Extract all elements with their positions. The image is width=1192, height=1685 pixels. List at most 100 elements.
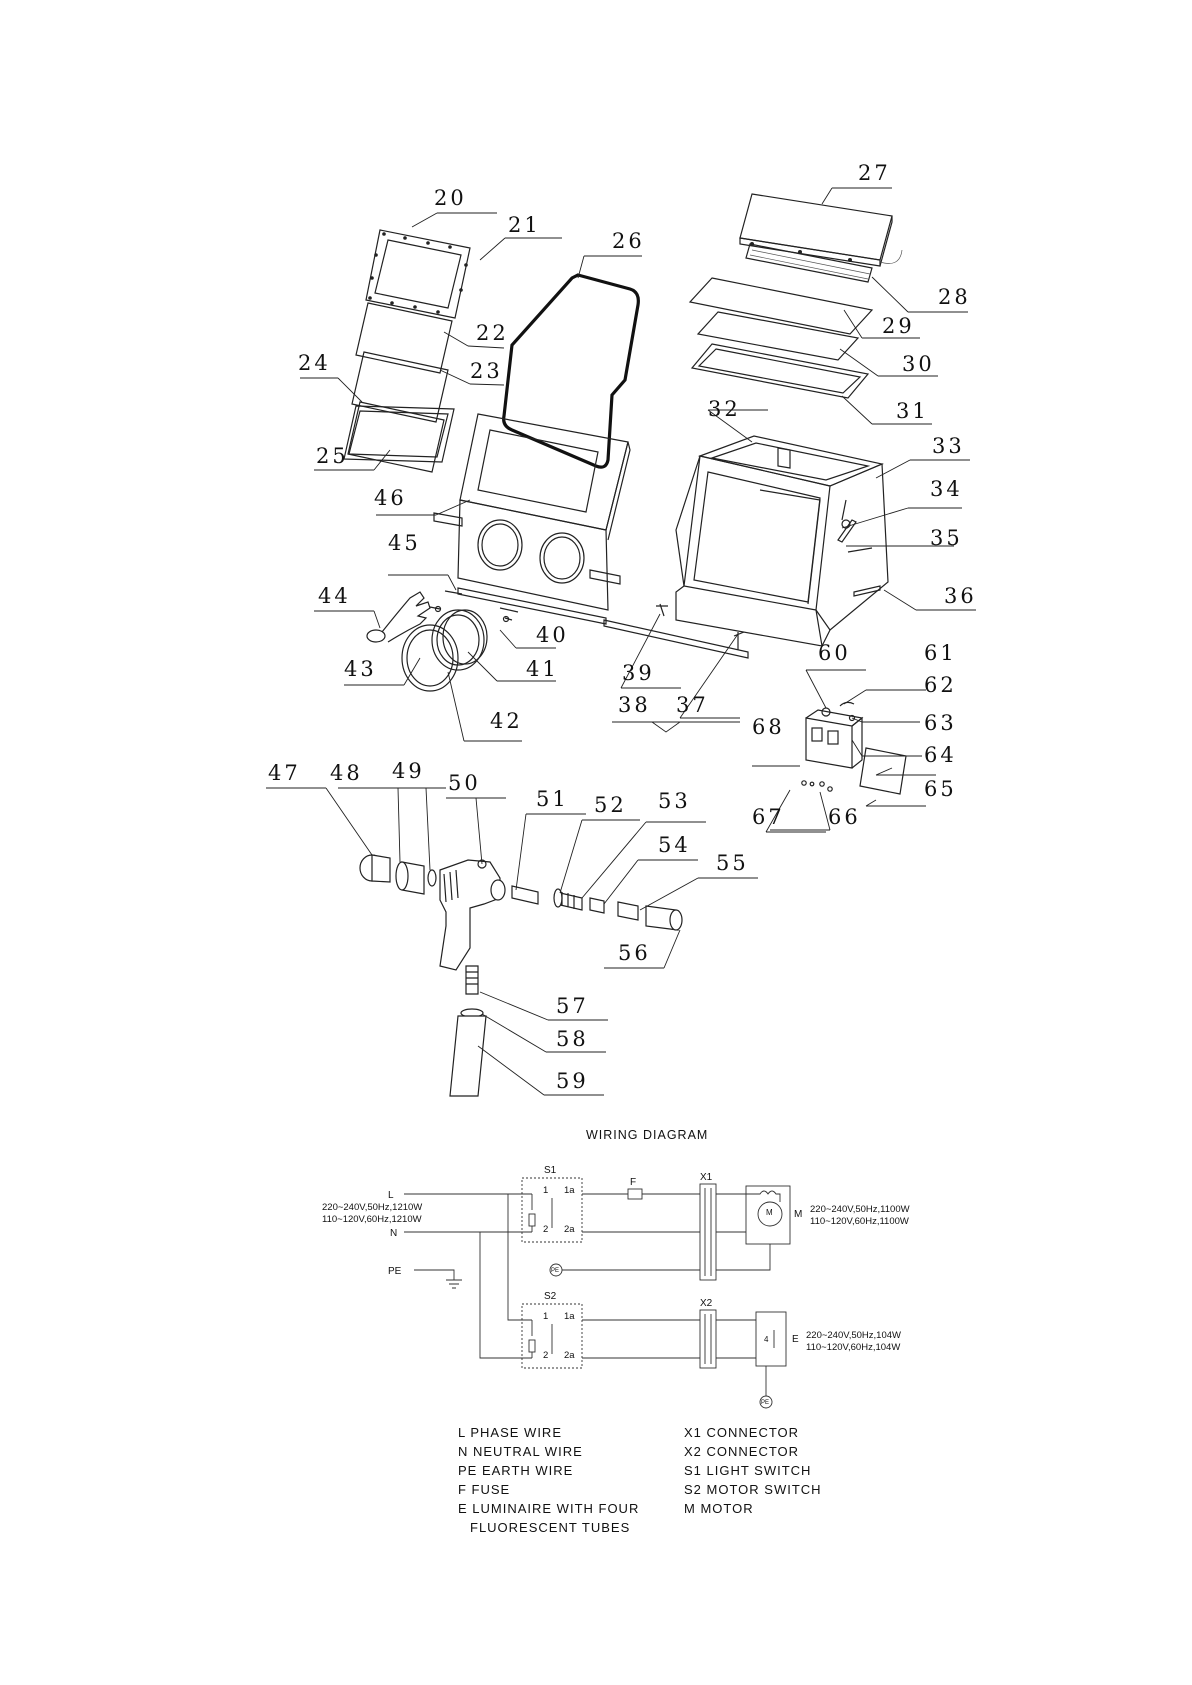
legend-l-phase-wire: L PHASE WIRE: [458, 1425, 562, 1440]
glove-part: [366, 591, 431, 643]
callout-55: 55: [716, 851, 749, 875]
callout-49: 49: [392, 759, 425, 783]
callout-48: 48: [330, 761, 363, 785]
diffuser-sheet-part: [688, 277, 874, 335]
window-frame-part: [365, 229, 471, 319]
callout-47: 47: [268, 761, 301, 785]
callout-50: 50: [448, 771, 481, 795]
window-gasket-part: [343, 405, 455, 463]
callout-51: 51: [536, 787, 569, 811]
callout-46: 46: [374, 486, 407, 510]
legend-s1-light-switch: S1 LIGHT SWITCH: [684, 1463, 811, 1478]
callout-57: 57: [556, 994, 589, 1018]
callout-33: 33: [932, 434, 965, 458]
callout-58: 58: [556, 1027, 589, 1051]
protective-film-part: [351, 351, 449, 423]
s2-terminal-2: 2: [543, 1350, 548, 1361]
callout-68: 68: [752, 715, 785, 739]
pe-badge-left: PE: [551, 1268, 559, 1274]
neutral-line-label: N: [390, 1228, 397, 1239]
motor-symbol: M: [766, 1208, 773, 1217]
callout-64: 64: [924, 743, 957, 767]
callout-45: 45: [388, 531, 421, 555]
callout-20: 20: [434, 186, 467, 210]
fuse-label: F: [630, 1177, 636, 1188]
fluorescent-tube-part: [745, 243, 873, 283]
callout-22: 22: [476, 321, 509, 345]
cabinet-body-part: [675, 435, 889, 647]
motor-rating-line1: 220~240V,50Hz,1100W: [810, 1204, 910, 1215]
callout-41: 41: [526, 657, 559, 681]
cover-sheet-part: [347, 401, 445, 473]
callout-44: 44: [318, 584, 351, 608]
callout-43: 43: [344, 657, 377, 681]
callout-31: 31: [896, 399, 929, 423]
s1-terminal-1a: 1a: [564, 1185, 575, 1196]
legend-s2-motor-switch: S2 MOTOR SWITCH: [684, 1482, 822, 1497]
callout-39: 39: [622, 661, 655, 685]
lamp-cover-part: [739, 193, 903, 267]
callout-27: 27: [858, 161, 891, 185]
motor-rating-line2: 110~120V,60Hz,1100W: [810, 1216, 909, 1227]
s1-terminal-2: 2: [543, 1224, 548, 1235]
wiring-legend: L PHASE WIRE N NEUTRAL WIRE PE EARTH WIR…: [458, 1425, 822, 1535]
glove-ring-parts: [401, 609, 488, 692]
s1-terminal-1: 1: [543, 1185, 548, 1196]
callout-52: 52: [594, 793, 627, 817]
legend-f-fuse: F FUSE: [458, 1482, 510, 1497]
luminaire-label: E: [792, 1334, 799, 1345]
wiring-diagram-title: WIRING DIAGRAM: [586, 1128, 708, 1142]
callout-65: 65: [924, 777, 957, 801]
callout-67: 67: [752, 805, 785, 829]
callout-29: 29: [882, 314, 915, 338]
callout-35: 35: [930, 526, 963, 550]
earth-line-label: PE: [388, 1266, 402, 1277]
callout-23: 23: [470, 359, 503, 383]
luminaire-rating-line2: 110~120V,60Hz,104W: [806, 1342, 900, 1353]
supply-rating-line1: 220~240V,50Hz,1210W: [322, 1202, 422, 1213]
door-seal-part: [502, 273, 640, 469]
callout-34: 34: [930, 477, 963, 501]
hardware-parts: [429, 590, 519, 623]
callout-53: 53: [658, 789, 691, 813]
callout-labels: 20 21 22 23 24 25 26 27 28 29 30 31 32 3…: [268, 161, 977, 1093]
s2-terminal-2a: 2a: [564, 1350, 575, 1361]
callout-24: 24: [298, 351, 331, 375]
callout-56: 56: [618, 941, 651, 965]
callout-40: 40: [536, 623, 569, 647]
lamp-count: 4: [764, 1335, 769, 1344]
s2-terminal-1: 1: [543, 1311, 548, 1322]
switch-s2-label: S2: [544, 1291, 557, 1302]
callout-30: 30: [902, 352, 935, 376]
legend-fluorescent-tubes: FLUORESCENT TUBES: [470, 1520, 630, 1535]
callout-42: 42: [490, 709, 523, 733]
callout-66: 66: [828, 805, 861, 829]
s1-terminal-2a: 2a: [564, 1224, 575, 1235]
phase-line-label: L: [388, 1190, 394, 1201]
legend-x1-connector: X1 CONNECTOR: [684, 1425, 799, 1440]
callout-63: 63: [924, 711, 957, 735]
front-door-part: [433, 413, 631, 625]
wiring-diagram: WIRING DIAGRAM L 220~240V,50Hz,1210W 110…: [322, 1128, 910, 1409]
connector-x2-label: X2: [700, 1298, 713, 1309]
callout-32: 32: [708, 397, 741, 421]
legend-n-neutral-wire: N NEUTRAL WIRE: [458, 1444, 583, 1459]
door-rail-part: [603, 603, 749, 659]
leader-lines: [266, 187, 976, 1096]
luminaire-rating-line1: 220~240V,50Hz,104W: [806, 1330, 901, 1341]
motor-label: M: [794, 1209, 802, 1220]
callout-37: 37: [676, 693, 709, 717]
callout-60: 60: [818, 641, 851, 665]
supply-rating-line2: 110~120V,60Hz,1210W: [322, 1214, 422, 1225]
blast-gun-part: [359, 854, 683, 1097]
legend-m-motor: M MOTOR: [684, 1501, 754, 1516]
callout-36: 36: [944, 584, 977, 608]
callout-21: 21: [508, 213, 541, 237]
top-gasket-part: [690, 343, 870, 399]
s2-terminal-1a: 1a: [564, 1311, 575, 1322]
callout-26: 26: [612, 229, 645, 253]
legend-e-luminaire: E LUMINAIRE WITH FOUR: [458, 1501, 639, 1516]
callout-54: 54: [658, 833, 691, 857]
switch-s1-label: S1: [544, 1165, 557, 1176]
